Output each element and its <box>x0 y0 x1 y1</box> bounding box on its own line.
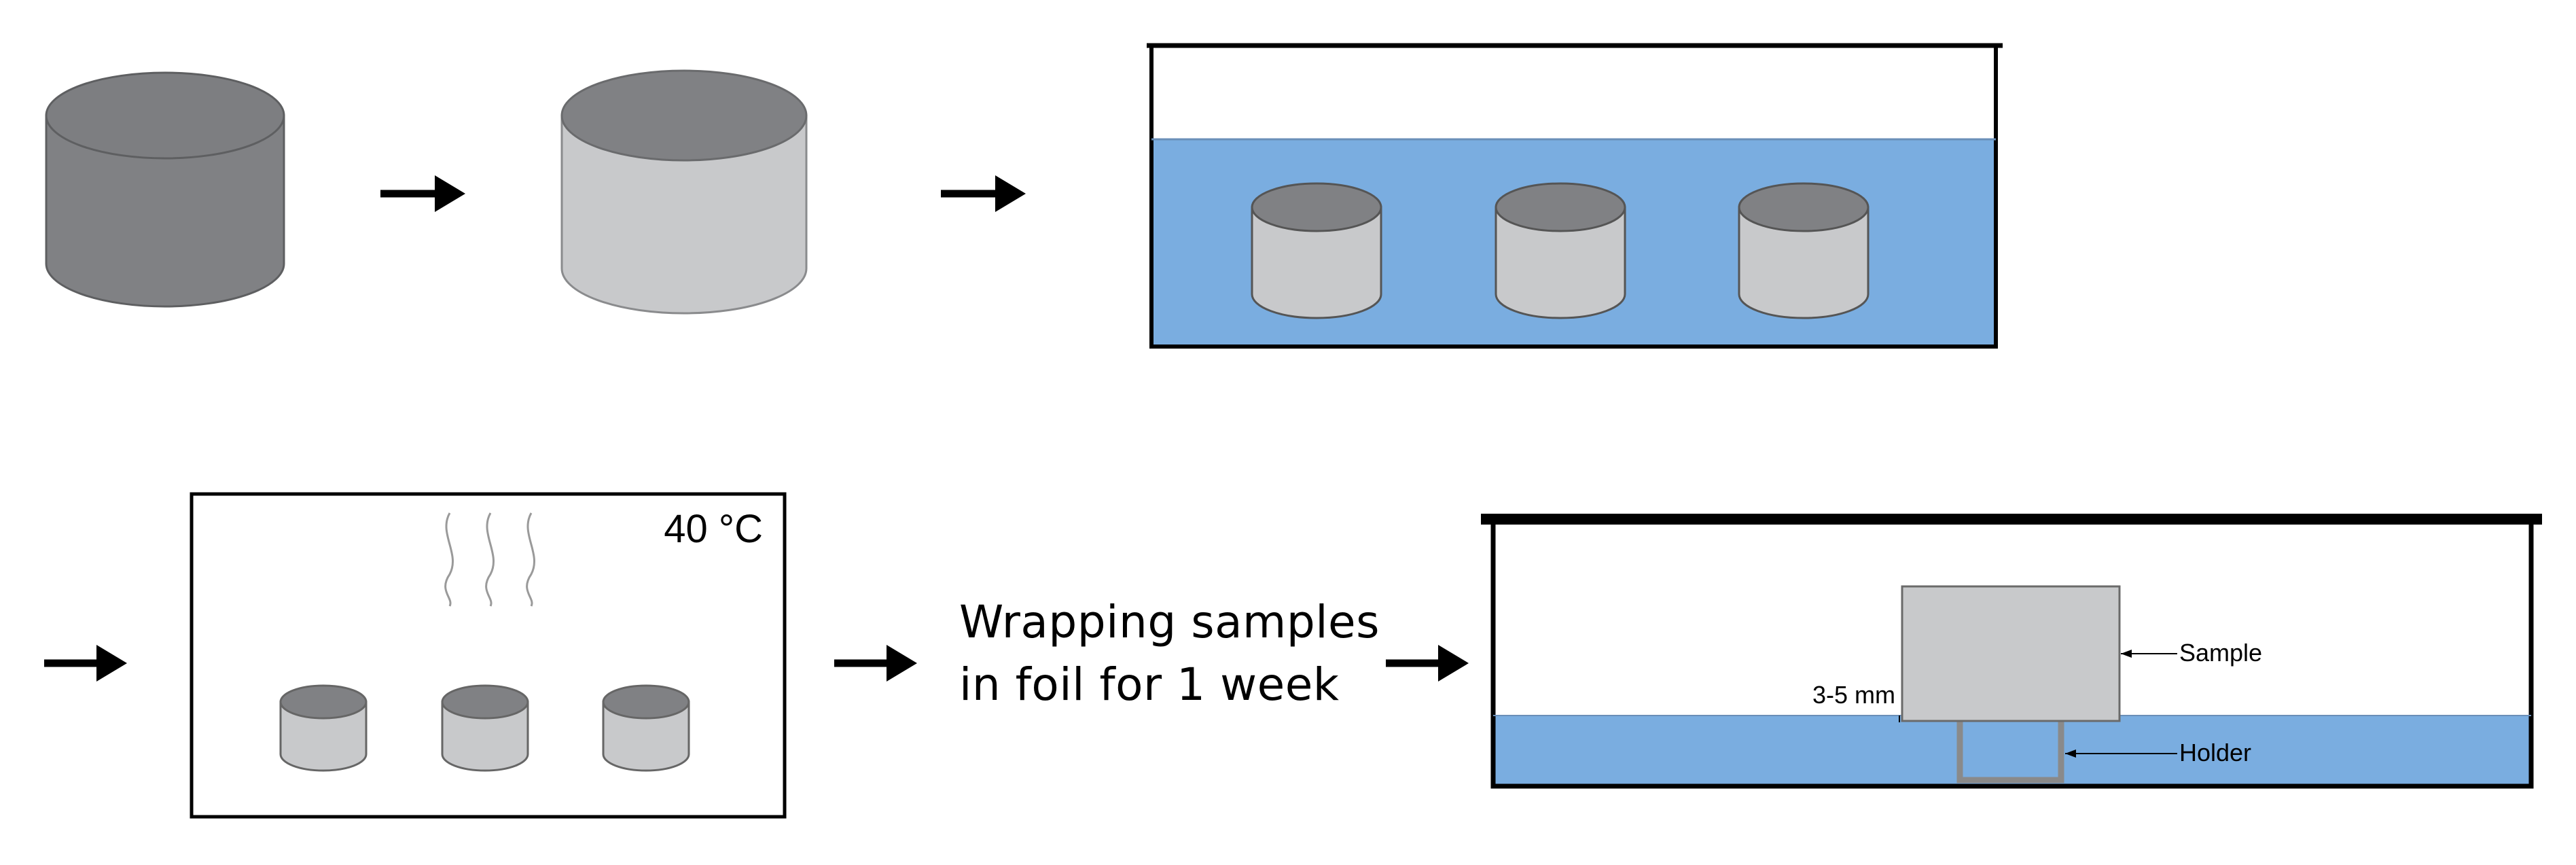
chamber-sample-block <box>1901 585 2121 722</box>
bath-cylinder-1 <box>1251 182 1382 319</box>
arrow-step-5 <box>1386 645 1469 682</box>
bath-cylinder-2 <box>1495 182 1626 319</box>
immersion-bath <box>1147 43 2003 349</box>
sample-leader-line <box>2121 650 2177 658</box>
sample-holder <box>1956 722 2064 783</box>
wrapping-line-1: Wrapping samples <box>959 596 1380 648</box>
wrapping-line-2: in foil for 1 week <box>959 658 1340 711</box>
humidity-chamber: Sample Holder 3-5 mm <box>1481 514 2542 789</box>
sample-label: Sample <box>2179 639 2262 667</box>
holder-leader-line <box>2065 749 2177 758</box>
oven-cylinder-2 <box>441 684 529 772</box>
arrow-step-1 <box>380 175 465 212</box>
bath-cylinder-3 <box>1738 182 1870 319</box>
holder-label: Holder <box>2179 739 2251 766</box>
arrow-step-2 <box>941 175 1026 212</box>
oven-temperature-label: 40 °C <box>664 507 763 551</box>
arrow-step-4 <box>834 645 917 682</box>
wrapping-step-text: Wrapping samples in foil for 1 week <box>959 591 1435 716</box>
oven-cylinder-3 <box>602 684 690 772</box>
heat-waves-icon <box>444 512 535 607</box>
dark-sample-cylinder <box>45 71 285 308</box>
arrow-step-3 <box>44 645 127 682</box>
gap-label: 3-5 mm <box>1812 681 1895 709</box>
oven-drying: 40 °C <box>190 492 787 819</box>
oven-cylinder-1 <box>279 684 368 772</box>
light-sample-cylinder <box>560 69 808 315</box>
